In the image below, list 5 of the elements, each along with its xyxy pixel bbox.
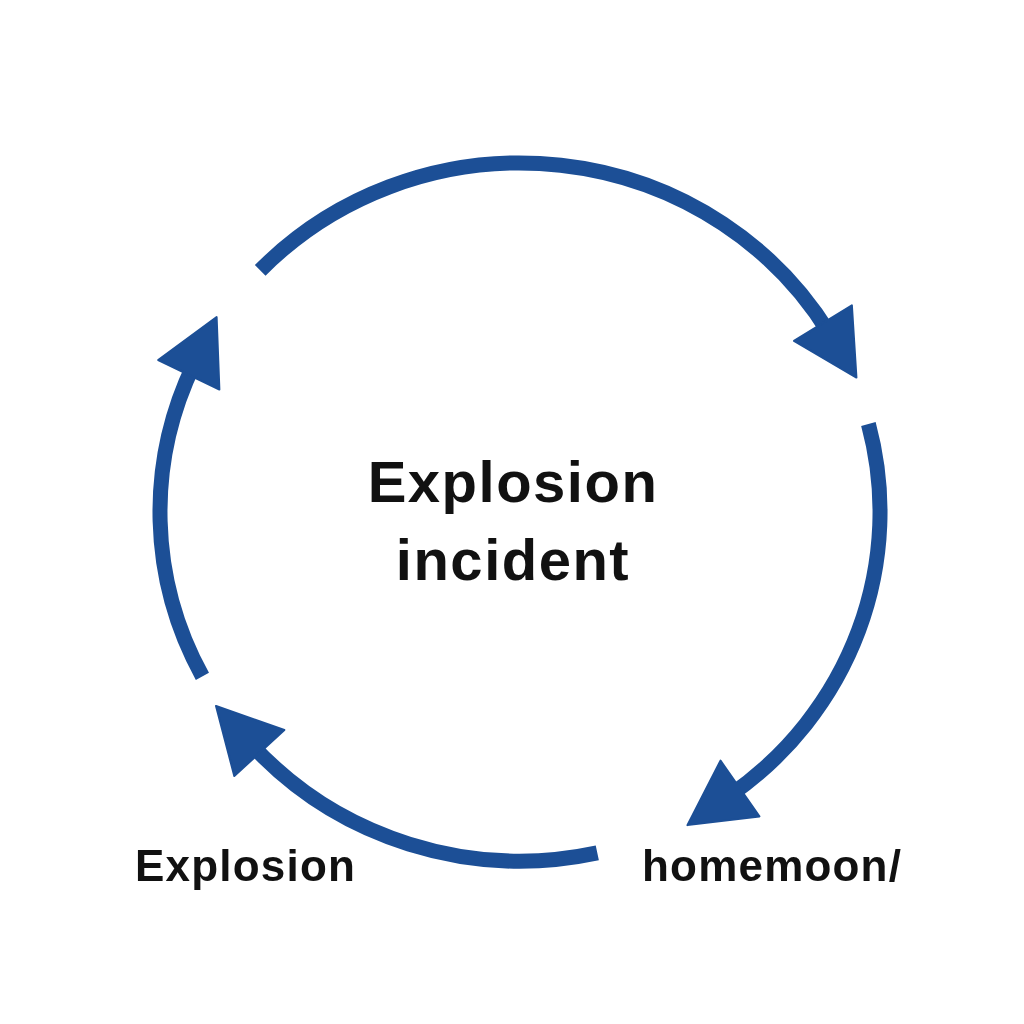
stage-label: homemoon/	[642, 844, 903, 888]
stage-label: Explosion	[135, 844, 357, 888]
cycle-arrow	[688, 422, 888, 829]
center-label: Explosion incident	[366, 448, 660, 594]
cycle-arrow	[212, 707, 599, 869]
